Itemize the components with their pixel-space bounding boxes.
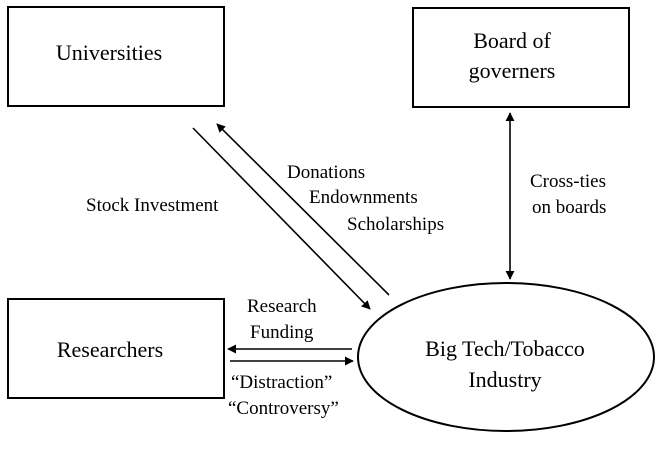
universities-label: Universities xyxy=(56,40,162,65)
distraction-label-line2: “Controversy” xyxy=(228,398,339,419)
board-node: Board of governers xyxy=(412,7,630,108)
stock-investment-arrow xyxy=(192,127,371,310)
cross-ties-label-line2: on boards xyxy=(532,197,606,218)
board-label-line2: governers xyxy=(469,58,556,83)
universities-box xyxy=(7,6,225,107)
industry-node: Big Tech/Tobacco Industry xyxy=(357,282,655,432)
research-funding-edge: Research Funding xyxy=(227,296,352,354)
universities-node: Universities xyxy=(7,6,225,107)
industry-label-line2: Industry xyxy=(468,367,541,392)
donations-label-line2: Endownments xyxy=(309,187,418,208)
research-funding-label-line2: Funding xyxy=(250,322,314,343)
researchers-node: Researchers xyxy=(7,298,225,399)
researchers-label: Researchers xyxy=(57,337,163,362)
distraction-label-line1: “Distraction” xyxy=(231,372,332,393)
donations-edge: Donations Endownments Scholarships xyxy=(216,123,444,296)
distraction-edge: “Distraction” “Controversy” xyxy=(228,356,354,419)
stock-investment-label: Stock Investment xyxy=(86,195,219,216)
donations-label-line3: Scholarships xyxy=(347,214,444,235)
donations-label-line1: Donations xyxy=(287,162,365,183)
cross-ties-edge: Cross-ties on boards xyxy=(505,112,606,280)
stock-investment-edge: Stock Investment xyxy=(86,127,371,310)
cross-ties-label-line1: Cross-ties xyxy=(530,171,606,192)
donations-arrow xyxy=(216,123,390,296)
industry-label-line1: Big Tech/Tobacco xyxy=(425,336,585,361)
researchers-box xyxy=(7,298,225,399)
industry-ellipse xyxy=(357,282,655,432)
board-label-line1: Board of xyxy=(473,28,551,53)
board-box xyxy=(412,7,630,108)
research-funding-label-line1: Research xyxy=(247,296,317,317)
